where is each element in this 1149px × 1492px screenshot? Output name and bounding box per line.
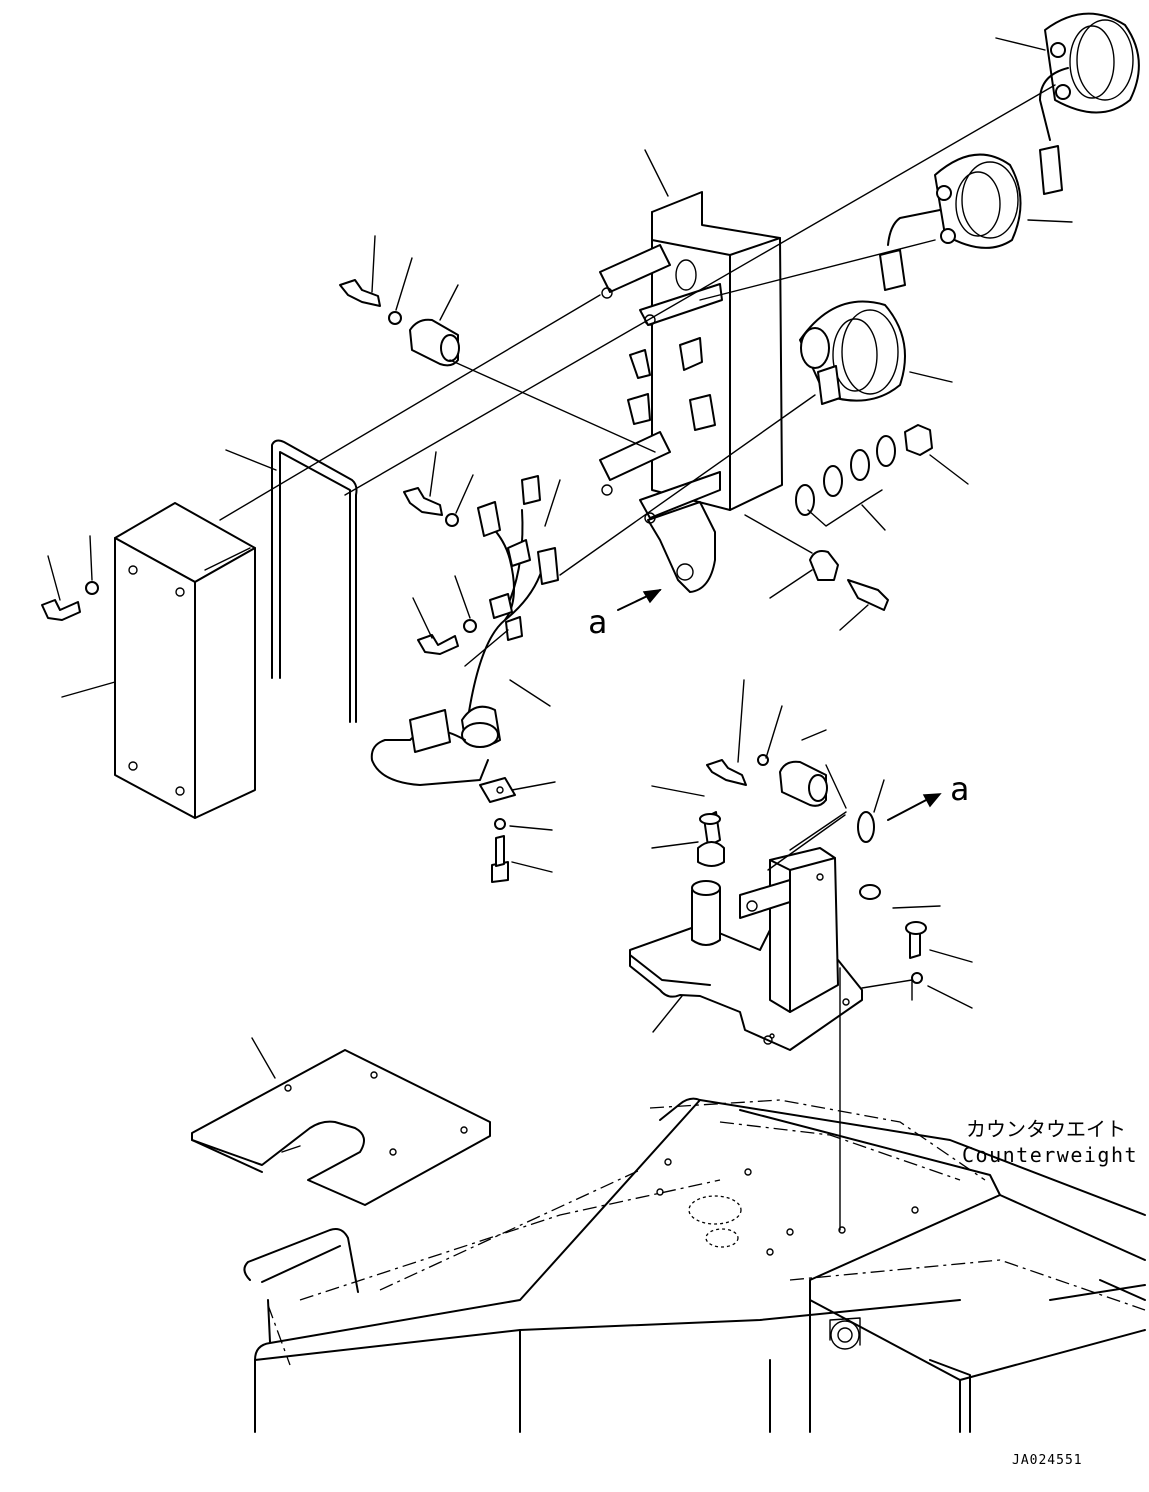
view-a-label-lower: a	[950, 770, 969, 808]
lamp-1	[996, 14, 1139, 194]
bottom-plate	[192, 1038, 490, 1205]
counterweight-label-en: Counterweight	[962, 1143, 1138, 1167]
drawing-id: JA024551	[1012, 1453, 1083, 1468]
alignment-lines	[220, 85, 1055, 870]
upper-hardware	[42, 236, 476, 654]
washer-stack	[796, 425, 968, 530]
upper-bracket	[600, 150, 782, 592]
cover-box	[62, 503, 255, 818]
wiring-harness	[372, 476, 560, 872]
stopper	[770, 551, 888, 630]
view-a-arrows	[618, 590, 940, 820]
u-strap	[226, 441, 357, 722]
lamp-3	[800, 302, 952, 404]
counterweight-body	[244, 1099, 1145, 1432]
lower-damper	[780, 730, 846, 808]
lamp-2	[880, 155, 1072, 290]
lower-bracket	[630, 848, 912, 1230]
view-a-label-upper: a	[588, 603, 607, 641]
lower-hardware	[492, 755, 926, 983]
counterweight-label-jp: カウンタウエイト	[966, 1117, 1126, 1141]
leader-lines	[652, 680, 972, 1008]
